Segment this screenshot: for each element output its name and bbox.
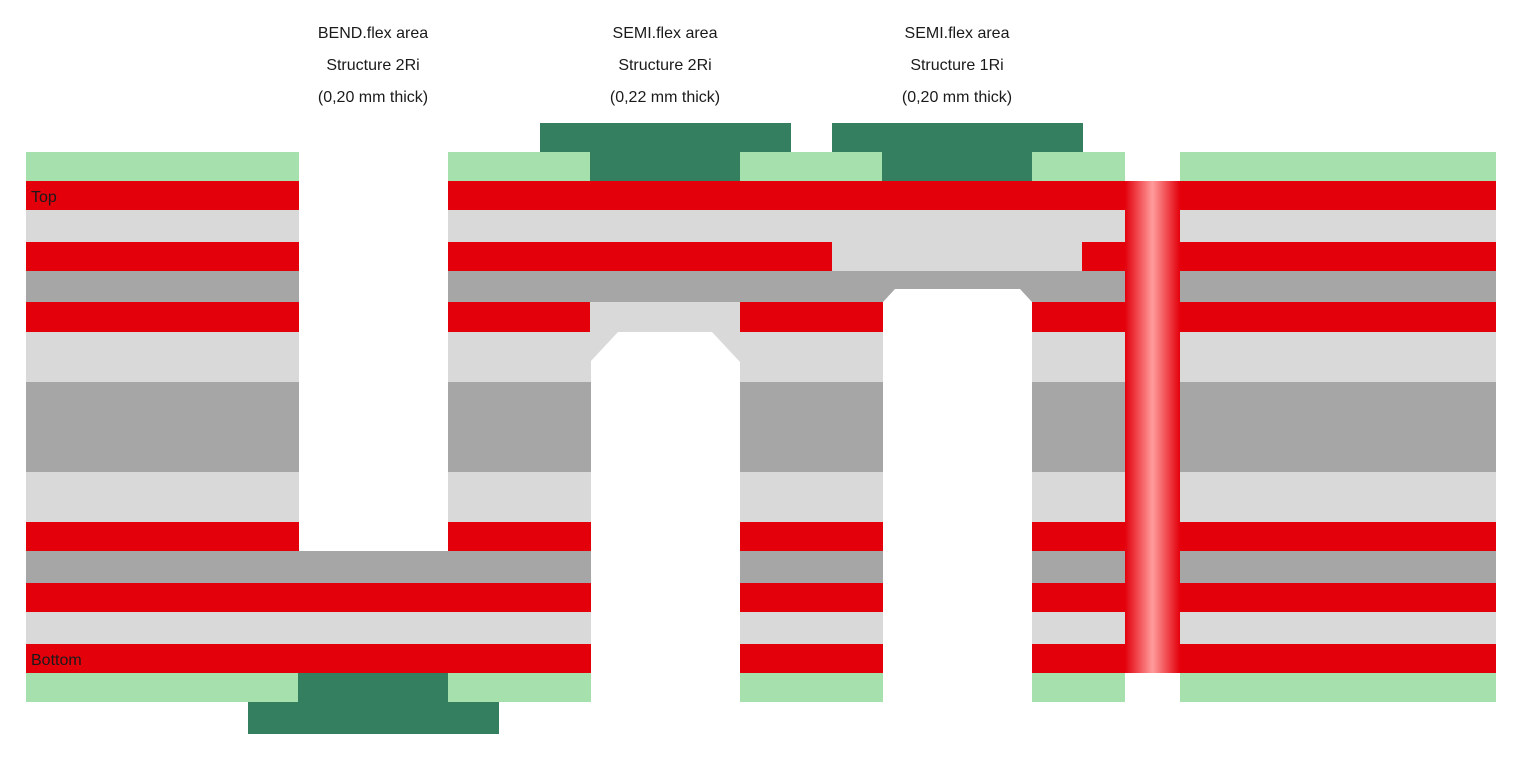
copper-layer-6 [26, 644, 591, 673]
copper-layer-4 [1032, 522, 1496, 551]
prepreg-layer [740, 472, 883, 522]
plated-through-hole-via [1125, 181, 1180, 673]
core-layer [740, 551, 883, 583]
prepreg-fill [832, 242, 1082, 271]
area-label-semi-flex-2ri: SEMI.flex area Structure 2Ri (0,22 mm th… [610, 25, 720, 106]
top-soldermask [1032, 152, 1125, 181]
area-label-bend-flex: BEND.flex area Structure 2Ri (0,20 mm th… [318, 25, 428, 106]
bottom-soldermask [1032, 673, 1125, 702]
copper-layer-2 [448, 242, 832, 271]
core-layer [26, 551, 591, 583]
copper-layer-3 [26, 302, 299, 332]
prepreg-layer [448, 210, 1496, 242]
area-structure: Structure 2Ri [618, 57, 711, 74]
core-layer [26, 382, 299, 472]
top-soldermask [1180, 152, 1496, 181]
copper-layer-6 [1032, 644, 1496, 673]
area-structure: Structure 1Ri [910, 57, 1003, 74]
prepreg-layer [1032, 472, 1496, 522]
copper-layer-5 [740, 583, 883, 612]
copper-layer-5 [26, 583, 591, 612]
prepreg-layer [1032, 332, 1496, 382]
core-layer [1180, 271, 1496, 302]
copper-layer-4 [448, 522, 591, 551]
prepreg-layer [26, 210, 299, 242]
layer-stack [26, 123, 1496, 734]
copper-layer-4 [740, 522, 883, 551]
area-name: SEMI.flex area [613, 25, 718, 42]
copper-layer-2 [26, 242, 299, 271]
area-structure: Structure 2Ri [326, 57, 419, 74]
prepreg-layer [26, 612, 591, 644]
prepreg-layer [26, 472, 299, 522]
copper-layer-1 [26, 181, 299, 210]
prepreg-layer [740, 332, 883, 382]
core-layer [448, 271, 1125, 302]
area-label-semi-flex-1ri: SEMI.flex area Structure 1Ri (0,20 mm th… [902, 25, 1012, 106]
bottom-soldermask [448, 673, 591, 702]
copper-layer-4 [26, 522, 299, 551]
prepreg-fill [590, 302, 740, 362]
top-soldermask [448, 152, 590, 181]
area-thickness: (0,20 mm thick) [902, 89, 1012, 106]
bottom-soldermask [26, 673, 298, 702]
bottom-coverlay [248, 673, 499, 734]
copper-layer-3 [1032, 302, 1496, 332]
area-thickness: (0,22 mm thick) [610, 89, 720, 106]
core-layer [26, 271, 299, 302]
area-name: SEMI.flex area [905, 25, 1010, 42]
top-soldermask [740, 152, 882, 181]
bottom-soldermask [1180, 673, 1496, 702]
copper-layer-3 [740, 302, 883, 332]
prepreg-layer [448, 332, 591, 382]
core-layer [1032, 551, 1496, 583]
copper-layer-3 [448, 302, 590, 332]
top-coverlay [832, 123, 1083, 181]
core-layer [1032, 382, 1496, 472]
prepreg-layer [26, 332, 299, 382]
copper-layer-5 [1032, 583, 1496, 612]
top-coverlay [540, 123, 791, 181]
prepreg-layer [740, 612, 883, 644]
core-layer [740, 382, 883, 472]
copper-layer-6 [740, 644, 883, 673]
layer-label-bottom: Bottom [31, 652, 82, 669]
prepreg-layer [448, 472, 591, 522]
area-name: BEND.flex area [318, 25, 428, 42]
copper-layer-1 [448, 181, 1496, 210]
top-soldermask [26, 152, 299, 181]
core-layer [448, 382, 591, 472]
prepreg-layer [1032, 612, 1496, 644]
layer-label-top: Top [31, 189, 57, 206]
area-thickness: (0,20 mm thick) [318, 89, 428, 106]
bottom-soldermask [740, 673, 883, 702]
